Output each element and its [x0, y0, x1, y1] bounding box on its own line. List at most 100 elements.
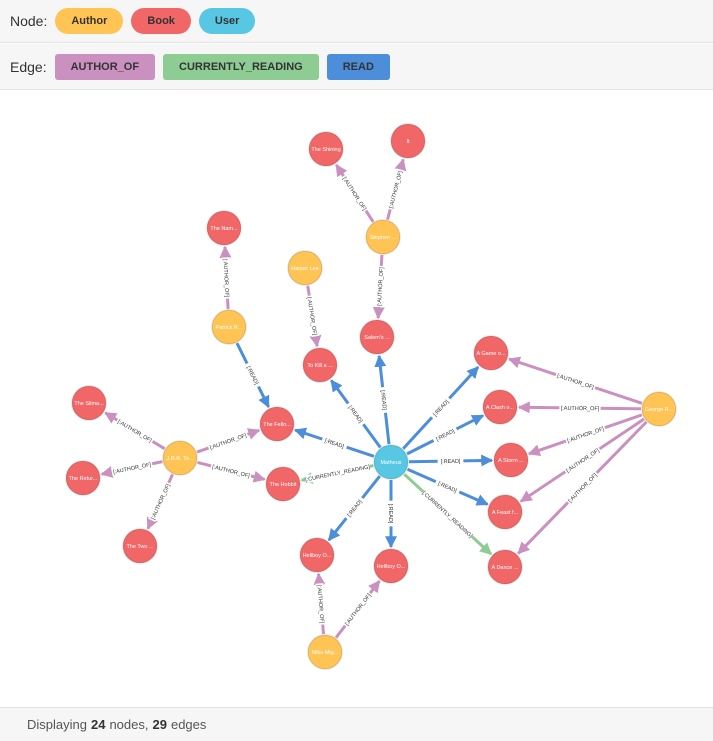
node-circle[interactable]	[302, 347, 338, 383]
node-tolkien[interactable]: J.R.R. To...	[162, 440, 198, 476]
status-footer: Displaying 24 nodes, 29 edges	[0, 707, 713, 741]
edge-martin-clash[interactable]: [:AUTHOR_OF]	[517, 401, 642, 414]
node-fellowship[interactable]: The Fello...	[259, 406, 295, 442]
node-label: Mike Mig...	[312, 650, 339, 656]
edge-king-salem[interactable]: [:AUTHOR_OF]	[372, 254, 386, 320]
node-circle[interactable]	[265, 466, 301, 502]
node-martin[interactable]: George R...	[641, 391, 677, 427]
edge-mignola-hellboy1[interactable]: [:AUTHOR_OF]	[313, 572, 327, 635]
node-label: Hellboy O...	[377, 564, 406, 570]
node-salem[interactable]: Salem's ...	[359, 319, 395, 355]
node-circle[interactable]	[206, 210, 242, 246]
edge-user-fellowship[interactable]: [:READ]	[293, 427, 375, 458]
edge-martin-dance[interactable]: [:AUTHOR_OF]	[517, 420, 648, 555]
node-dance[interactable]: A Dance ...	[487, 549, 523, 585]
node-circle[interactable]	[373, 444, 409, 480]
node-lee[interactable]: Harper Lee	[287, 250, 323, 286]
node-mockingbird[interactable]: To Kill a ...	[302, 347, 338, 383]
edge-user-hellboy2[interactable]: [:READ]	[385, 480, 397, 549]
node-legend: Node: Author Book User	[0, 0, 713, 43]
node-filter-book[interactable]: Book	[131, 8, 191, 34]
node-legend-label: Node:	[10, 13, 48, 29]
node-feast[interactable]: A Feast f...	[487, 494, 523, 530]
node-king[interactable]: Stephen ...	[365, 219, 401, 255]
node-filter-author[interactable]: Author	[55, 8, 124, 34]
edge-rothfuss-name[interactable]: [:AUTHOR_OF]	[219, 245, 232, 310]
node-circle[interactable]	[211, 309, 247, 345]
edge-martin-got[interactable]: [:AUTHOR_OF]	[507, 356, 643, 405]
node-label: The Hobbit	[270, 482, 297, 488]
node-label: The Shining	[311, 147, 340, 153]
node-circle[interactable]	[390, 123, 426, 159]
edge-filter-author-of[interactable]: AUTHOR_OF	[54, 53, 156, 80]
edge-filter-read[interactable]: READ	[326, 53, 390, 80]
node-circle[interactable]	[259, 406, 295, 442]
edge-user-hellboy1[interactable]: [:READ]	[327, 475, 381, 542]
node-silmarillion[interactable]: The Silma...	[71, 385, 107, 421]
edge-user-clash[interactable]: [:READ]	[406, 414, 485, 456]
node-circle[interactable]	[308, 131, 344, 167]
edge-king-it[interactable]: [:AUTHOR_OF]	[386, 158, 407, 220]
node-circle[interactable]	[307, 634, 343, 670]
node-circle[interactable]	[65, 460, 101, 496]
edge-lee-mockingbird[interactable]: [:AUTHOR_OF]	[305, 285, 322, 348]
node-circle[interactable]	[493, 442, 529, 478]
node-label: It	[406, 139, 410, 145]
node-circle[interactable]	[473, 335, 509, 371]
edge-user-mockingbird[interactable]: [:READ]	[330, 379, 382, 449]
node-hobbit[interactable]: The Hobbit	[265, 466, 301, 502]
edge-user-storm[interactable]: [:READ]	[408, 454, 494, 467]
node-circle[interactable]	[482, 389, 518, 425]
edge-count: 29	[152, 717, 167, 732]
edge-label: [:AUTHOR_OF]	[211, 464, 250, 479]
node-shining[interactable]: The Shining	[308, 131, 344, 167]
node-rothfuss[interactable]: Patrick R...	[211, 309, 247, 345]
edge-label: [:AUTHOR_OF]	[389, 170, 405, 209]
edge-tolkien-twotowers[interactable]: [:AUTHOR_OF]	[146, 473, 174, 530]
node-hellboy1[interactable]: Hellboy O...	[299, 537, 335, 573]
node-clash[interactable]: A Clash o...	[482, 389, 518, 425]
node-got[interactable]: A Game o...	[473, 335, 509, 371]
edge-king-shining[interactable]: [:AUTHOR_OF]	[335, 163, 375, 223]
node-it[interactable]: It	[390, 123, 426, 159]
edges-layer: [:AUTHOR_OF][:AUTHOR_OF][:AUTHOR_OF][:AU…	[100, 158, 648, 639]
edge-user-salem[interactable]: [:READ]	[374, 354, 391, 445]
node-circle[interactable]	[162, 440, 198, 476]
node-label: Hellboy O...	[303, 553, 332, 559]
node-circle[interactable]	[365, 219, 401, 255]
edge-rothfuss-fellowship[interactable]: [:READ]	[235, 342, 270, 409]
node-filter-user[interactable]: User	[198, 8, 256, 34]
edge-label: [:AUTHOR_OF]	[306, 297, 318, 336]
edge-tolkien-return[interactable]: [:AUTHOR_OF]	[100, 459, 163, 478]
edge-user-hobbit[interactable]: [:CURRENTLY_READING]	[300, 462, 374, 484]
node-circle[interactable]	[641, 391, 677, 427]
node-mignola[interactable]: Mike Mig...	[307, 634, 343, 670]
node-storm[interactable]: A Storm ...	[493, 442, 529, 478]
edge-tolkien-hobbit[interactable]: [:AUTHOR_OF]	[197, 460, 266, 483]
node-label: A Storm ...	[498, 458, 524, 464]
edge-label: [:READ]	[379, 390, 387, 411]
node-label: The Two ...	[126, 544, 154, 550]
node-circle[interactable]	[487, 549, 523, 585]
node-circle[interactable]	[487, 494, 523, 530]
node-return[interactable]: The Retur...	[65, 460, 101, 496]
edge-filter-currently-reading[interactable]: CURRENTLY_READING	[163, 53, 319, 80]
edge-martin-storm[interactable]: [:AUTHOR_OF]	[527, 413, 643, 456]
node-hellboy2[interactable]: Hellboy O...	[373, 548, 409, 584]
edge-mignola-hellboy2[interactable]: [:AUTHOR_OF]	[334, 580, 381, 639]
node-circle[interactable]	[299, 537, 335, 573]
node-user[interactable]: Matheus	[373, 444, 409, 480]
node-circle[interactable]	[359, 319, 395, 355]
node-name[interactable]: The Nam...	[206, 210, 242, 246]
node-circle[interactable]	[71, 385, 107, 421]
node-label: To Kill a ...	[307, 363, 333, 369]
node-circle[interactable]	[122, 528, 158, 564]
node-twotowers[interactable]: The Two ...	[122, 528, 158, 564]
node-label: Matheus	[380, 460, 401, 466]
node-circle[interactable]	[287, 250, 323, 286]
graph-canvas[interactable]: [:AUTHOR_OF][:AUTHOR_OF][:AUTHOR_OF][:AU…	[0, 91, 713, 707]
edge-tolkien-silmarillion[interactable]: [:AUTHOR_OF]	[104, 411, 166, 450]
edge-tolkien-fellowship[interactable]: [:AUTHOR_OF]	[196, 428, 261, 454]
node-circle[interactable]	[373, 548, 409, 584]
